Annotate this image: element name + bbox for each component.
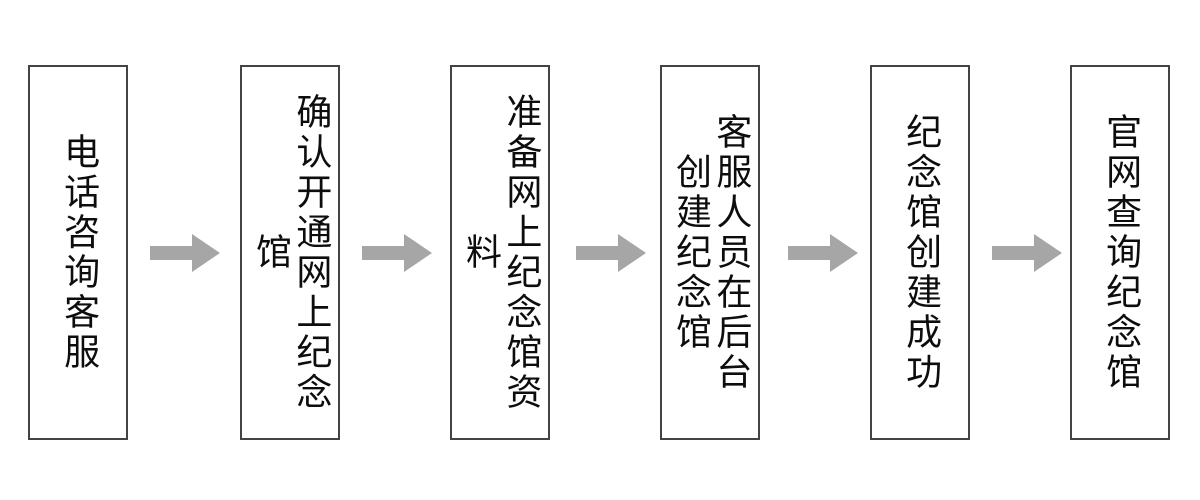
flow-node-label: 确认开通网上纪念馆 xyxy=(250,92,332,413)
flow-node-label: 准备网上纪念馆资料 xyxy=(460,92,542,413)
flow-node-label: 电话咨询客服 xyxy=(58,132,100,373)
flow-node-label: 客服人员在后台创建纪念馆 xyxy=(670,112,752,393)
flow-node-step-3[interactable]: 准备网上纪念馆资料 xyxy=(450,65,550,440)
flow-arrow-1 xyxy=(150,234,220,272)
flow-node-step-6[interactable]: 官网查询纪念馆 xyxy=(1070,65,1170,440)
flow-node-step-4[interactable]: 客服人员在后台创建纪念馆 xyxy=(660,65,760,440)
flow-node-step-2[interactable]: 确认开通网上纪念馆 xyxy=(240,65,340,440)
flow-node-label: 纪念馆创建成功 xyxy=(900,112,942,393)
flow-arrow-4 xyxy=(788,234,858,272)
flow-node-step-5[interactable]: 纪念馆创建成功 xyxy=(870,65,970,440)
right-arrow-icon xyxy=(150,234,220,272)
flow-node-label: 官网查询纪念馆 xyxy=(1100,112,1142,393)
flow-arrow-3 xyxy=(576,234,646,272)
flow-arrow-5 xyxy=(992,234,1062,272)
right-arrow-icon xyxy=(576,234,646,272)
right-arrow-icon xyxy=(992,234,1062,272)
flow-arrow-2 xyxy=(362,234,432,272)
right-arrow-icon xyxy=(362,234,432,272)
flow-node-step-1[interactable]: 电话咨询客服 xyxy=(28,65,128,440)
right-arrow-icon xyxy=(788,234,858,272)
